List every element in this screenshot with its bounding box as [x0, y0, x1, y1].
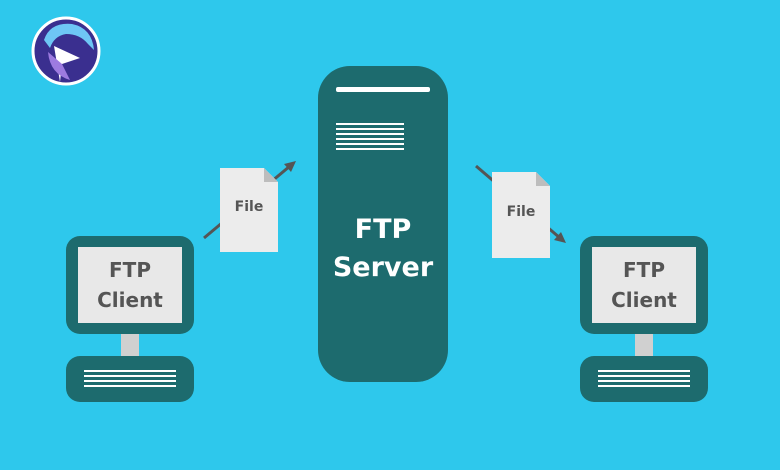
- brand-logo: [31, 16, 101, 86]
- right-client: FTP Client: [580, 236, 708, 402]
- right-client-label-line1: FTP: [623, 258, 665, 282]
- ftp-server: FTP Server: [318, 66, 448, 382]
- right-file-label: File: [507, 204, 536, 220]
- left-file-icon: File: [220, 168, 278, 252]
- left-keyboard: [66, 356, 194, 402]
- left-file-label: File: [235, 199, 264, 215]
- right-monitor-stand: [635, 334, 653, 356]
- left-screen: [78, 247, 182, 323]
- server-label-line1: FTP: [355, 214, 412, 245]
- left-monitor-stand: [121, 334, 139, 356]
- right-client-label-line2: Client: [611, 288, 677, 312]
- right-screen: [592, 247, 696, 323]
- right-keyboard: [580, 356, 708, 402]
- server-slot: [336, 87, 430, 92]
- right-keyboard-lines: [598, 370, 690, 387]
- server-label-line2: Server: [333, 252, 434, 283]
- left-client-label-line2: Client: [97, 288, 163, 312]
- left-keyboard-lines: [84, 370, 176, 387]
- left-client-label-line1: FTP: [109, 258, 151, 282]
- left-client: FTP Client: [66, 236, 194, 402]
- right-file-icon: File: [492, 172, 550, 258]
- server-vent-lines: [336, 123, 404, 150]
